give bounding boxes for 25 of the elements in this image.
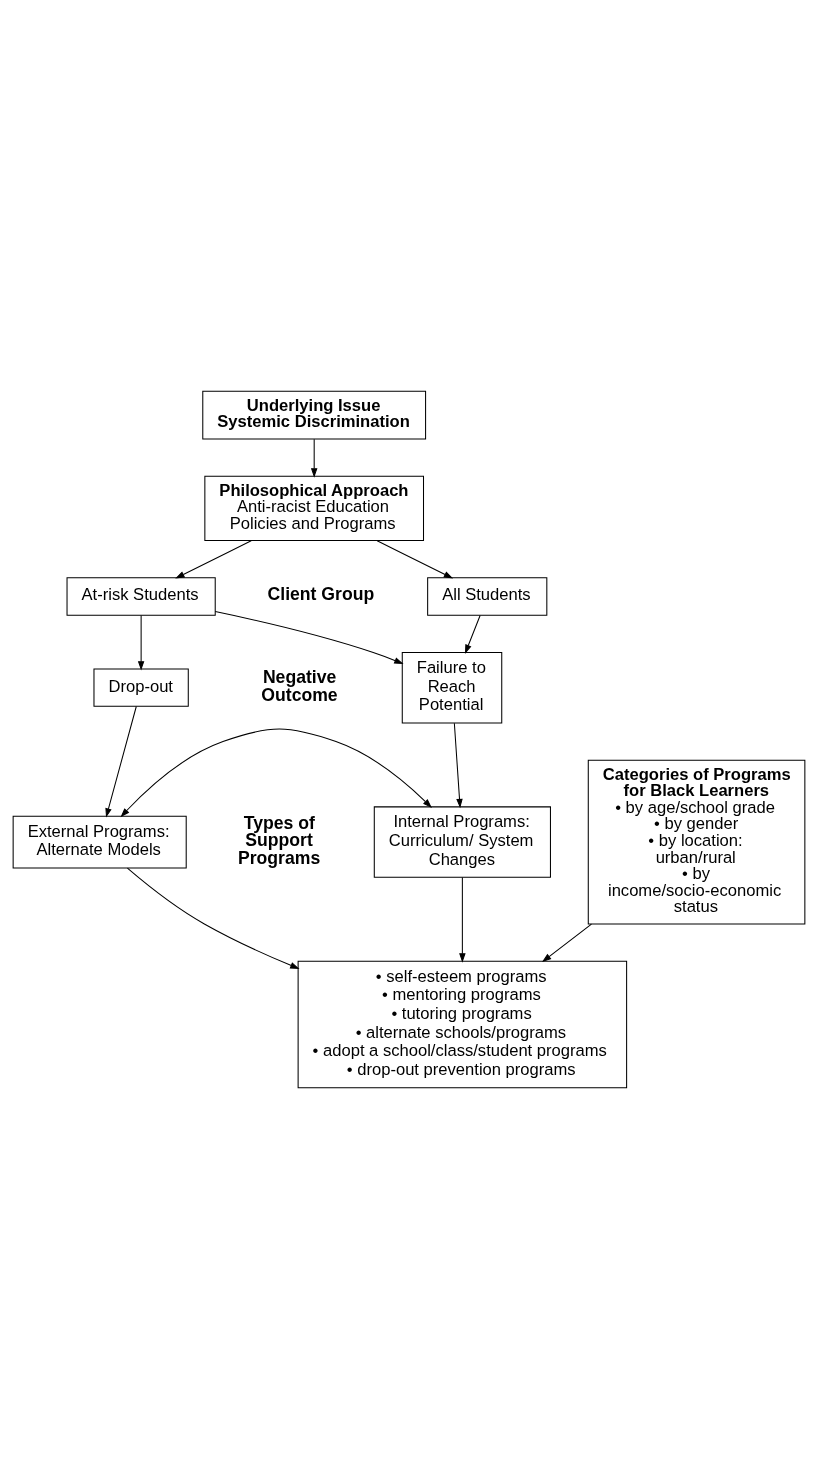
arrow [137,615,144,671]
node-box: Internal Programs: Curriculum/ System Changes [373,806,551,878]
label: Negative Outcome [260,667,338,705]
node-box: Failure to Reach Potential [401,651,502,724]
label: Client Group [267,583,374,604]
arrow [104,705,137,818]
node-box: All Students [426,577,547,616]
arrow [453,722,463,809]
arrow [174,540,252,579]
arrow [214,611,404,664]
label: Types of Support Programs [237,812,320,868]
node-box: Drop-out [92,668,189,707]
arrow [119,728,432,818]
arrow [376,540,453,579]
arrow [126,867,299,969]
node-box: • self-esteem programs • mentoring programs • tutoring programs • alternate schools/programs • adopt a school/class/student programs • drop-out prevention programs [297,960,627,1089]
arrow [458,876,466,963]
node-box: Underlying Issue Systemic Discrimination [201,390,426,440]
node-box: Philosophical Approach Anti-racist Education Policies and Programs [203,475,424,542]
node-box: At-risk Students [66,577,216,616]
arrow [464,615,481,654]
arrow [541,923,592,963]
arrow [310,438,317,478]
node-box: External Programs: Alternate Models [12,815,187,869]
node-box: Categories of Programs for Black Learners • by age/school grade • by gender • by location: urban/rural • by income/socio-economic status [587,759,805,925]
